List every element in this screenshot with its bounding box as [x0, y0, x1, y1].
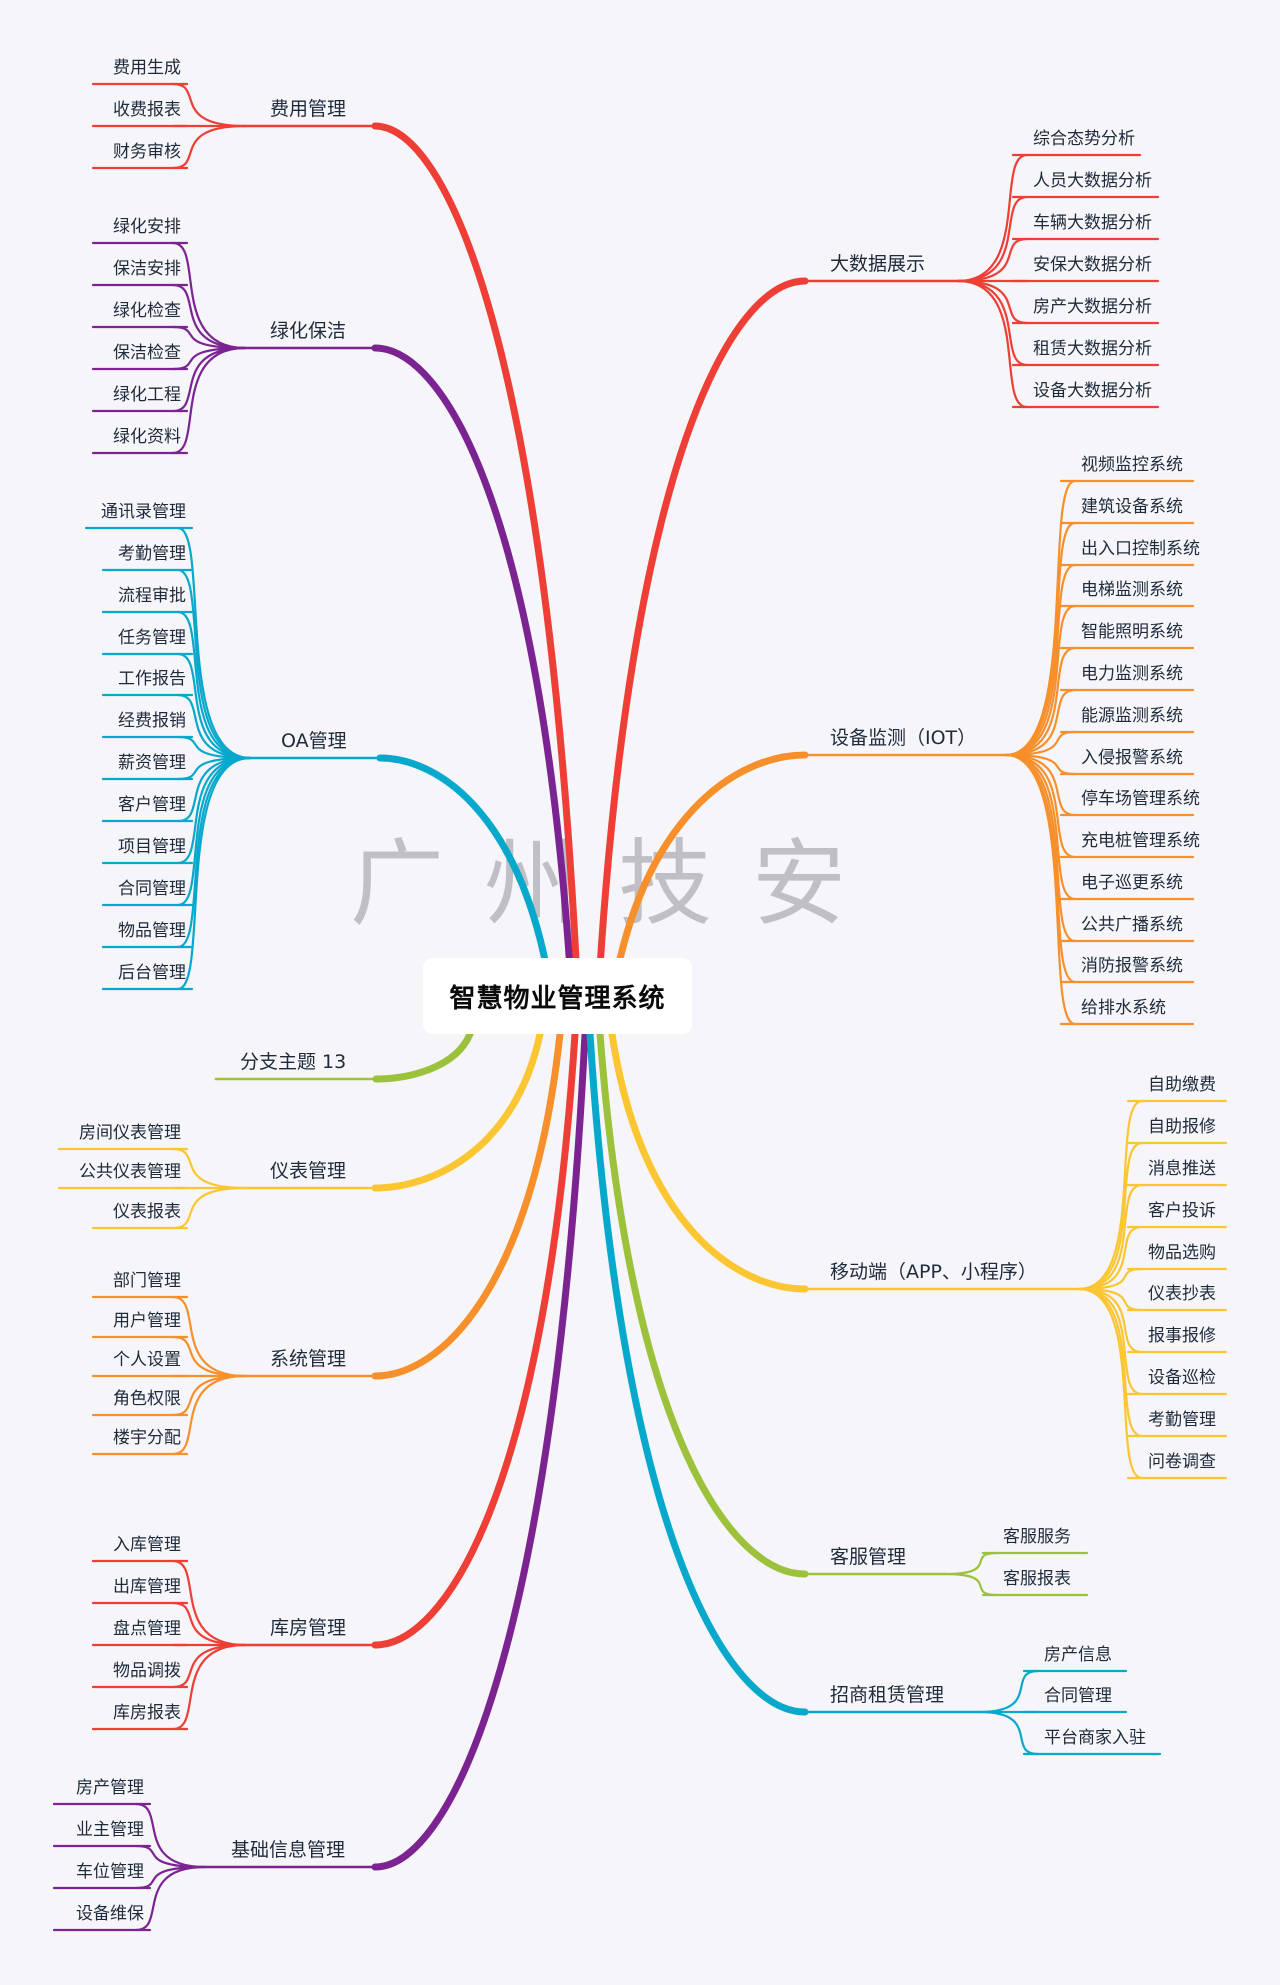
leaf-node[interactable]: 出入口控制系统 — [1081, 539, 1200, 559]
leaf-node[interactable]: 租赁大数据分析 — [1033, 339, 1152, 359]
leaf-node[interactable]: 工作报告 — [118, 669, 186, 689]
leaf-node[interactable]: 平台商家入驻 — [1044, 1728, 1146, 1748]
leaf-node[interactable]: 绿化工程 — [113, 385, 181, 405]
leaf-node[interactable]: 收费报表 — [113, 100, 181, 120]
leaf-node[interactable]: 消防报警系统 — [1081, 956, 1183, 976]
leaf-node[interactable]: 房间仪表管理 — [79, 1123, 181, 1143]
leaf-node[interactable]: 给排水系统 — [1081, 998, 1166, 1018]
leaf-node[interactable]: 入库管理 — [113, 1535, 181, 1555]
leaf-node[interactable]: 安保大数据分析 — [1033, 255, 1152, 275]
leaf-node[interactable]: 入侵报警系统 — [1081, 748, 1183, 768]
leaf-node[interactable]: 房产信息 — [1044, 1645, 1112, 1665]
leaf-node[interactable]: 公共仪表管理 — [79, 1162, 181, 1182]
leaf-node[interactable]: 绿化检查 — [113, 301, 181, 321]
leaf-node[interactable]: 物品调拨 — [113, 1661, 181, 1681]
branch-right-1[interactable]: 设备监测（IOT） — [830, 727, 977, 749]
leaf-node[interactable]: 仪表报表 — [113, 1202, 181, 1222]
leaf-node[interactable]: 房产管理 — [76, 1778, 144, 1798]
leaf-node[interactable]: 楼宇分配 — [113, 1428, 181, 1448]
leaf-node[interactable]: 智能照明系统 — [1081, 622, 1183, 642]
leaf-node[interactable]: 财务审核 — [113, 142, 181, 162]
branch-left-2[interactable]: OA管理 — [281, 730, 347, 752]
leaf-node[interactable]: 客服服务 — [1003, 1527, 1071, 1547]
leaf-node[interactable]: 出库管理 — [113, 1577, 181, 1597]
leaf-node[interactable]: 电梯监测系统 — [1081, 580, 1183, 600]
leaf-node[interactable]: 自助缴费 — [1148, 1075, 1216, 1095]
leaf-node[interactable]: 房产大数据分析 — [1033, 297, 1152, 317]
branch-left-4[interactable]: 仪表管理 — [270, 1160, 347, 1182]
leaf-node[interactable]: 公共广播系统 — [1081, 915, 1183, 935]
leaf-node[interactable]: 车位管理 — [76, 1862, 144, 1882]
leaf-node[interactable]: 后台管理 — [118, 963, 186, 983]
leaf-node[interactable]: 库房报表 — [113, 1703, 181, 1723]
leaf-node[interactable]: 任务管理 — [118, 628, 186, 648]
leaf-node[interactable]: 费用生成 — [113, 58, 181, 78]
leaf-node[interactable]: 盘点管理 — [113, 1619, 181, 1639]
leaf-node[interactable]: 设备维保 — [76, 1904, 144, 1924]
leaf-node[interactable]: 报事报修 — [1148, 1326, 1216, 1346]
leaf-node[interactable]: 物品管理 — [118, 921, 186, 941]
leaf-node[interactable]: 客服报表 — [1003, 1569, 1071, 1589]
leaf-node[interactable]: 人员大数据分析 — [1033, 171, 1152, 191]
leaf-node[interactable]: 用户管理 — [113, 1311, 181, 1331]
leaf-node[interactable]: 业主管理 — [76, 1820, 144, 1840]
branch-left-7[interactable]: 基础信息管理 — [231, 1839, 346, 1861]
leaf-node[interactable]: 考勤管理 — [1148, 1410, 1216, 1430]
leaf-node[interactable]: 角色权限 — [113, 1389, 181, 1409]
branch-left-5[interactable]: 系统管理 — [270, 1348, 347, 1370]
branch-right-4[interactable]: 招商租赁管理 — [830, 1684, 945, 1706]
branch-left-6[interactable]: 库房管理 — [270, 1617, 347, 1639]
leaf-node[interactable]: 设备大数据分析 — [1033, 381, 1152, 401]
leaf-node[interactable]: 建筑设备系统 — [1081, 497, 1183, 517]
leaf-node[interactable]: 电力监测系统 — [1081, 664, 1183, 684]
leaf-node[interactable]: 项目管理 — [118, 837, 186, 857]
leaf-node[interactable]: 客户管理 — [118, 795, 186, 815]
leaf-node[interactable]: 绿化安排 — [113, 217, 181, 237]
leaf-node[interactable]: 消息推送 — [1148, 1159, 1216, 1179]
leaf-node[interactable]: 充电桩管理系统 — [1081, 831, 1200, 851]
branch-left-0[interactable]: 费用管理 — [270, 98, 347, 120]
root-node[interactable]: 智慧物业管理系统 — [423, 958, 692, 1034]
leaf-node[interactable]: 车辆大数据分析 — [1033, 213, 1152, 233]
branch-left-1[interactable]: 绿化保洁 — [270, 320, 347, 342]
leaf-node[interactable]: 经费报销 — [118, 711, 186, 731]
leaf-node[interactable]: 能源监测系统 — [1081, 706, 1183, 726]
branch-right-2[interactable]: 移动端（APP、小程序） — [830, 1261, 1037, 1283]
leaf-node[interactable]: 自助报修 — [1148, 1117, 1216, 1137]
branch-left-3[interactable]: 分支主题 13 — [240, 1051, 347, 1073]
branch-right-3[interactable]: 客服管理 — [830, 1546, 907, 1568]
leaf-node[interactable]: 薪资管理 — [118, 753, 186, 773]
leaf-node[interactable]: 个人设置 — [113, 1350, 181, 1370]
leaf-node[interactable]: 电子巡更系统 — [1081, 873, 1183, 893]
leaf-node[interactable]: 合同管理 — [1044, 1686, 1112, 1706]
leaf-node[interactable]: 停车场管理系统 — [1081, 789, 1200, 809]
leaf-node[interactable]: 保洁安排 — [113, 259, 181, 279]
leaf-node[interactable]: 综合态势分析 — [1033, 129, 1135, 149]
leaf-node[interactable]: 部门管理 — [113, 1271, 181, 1291]
leaf-node[interactable]: 流程审批 — [118, 586, 186, 606]
leaf-node[interactable]: 问卷调查 — [1148, 1452, 1216, 1472]
leaf-node[interactable]: 考勤管理 — [118, 544, 186, 564]
leaf-node[interactable]: 通讯录管理 — [101, 502, 186, 522]
branch-right-0[interactable]: 大数据展示 — [830, 253, 926, 275]
leaf-node[interactable]: 客户投诉 — [1148, 1201, 1216, 1221]
leaf-node[interactable]: 物品选购 — [1148, 1243, 1216, 1263]
leaf-node[interactable]: 合同管理 — [118, 879, 186, 899]
leaf-node[interactable]: 设备巡检 — [1148, 1368, 1216, 1388]
leaf-node[interactable]: 保洁检查 — [113, 343, 181, 363]
leaf-node[interactable]: 仪表抄表 — [1148, 1284, 1216, 1304]
leaf-node[interactable]: 绿化资料 — [113, 427, 181, 447]
leaf-node[interactable]: 视频监控系统 — [1081, 455, 1183, 475]
